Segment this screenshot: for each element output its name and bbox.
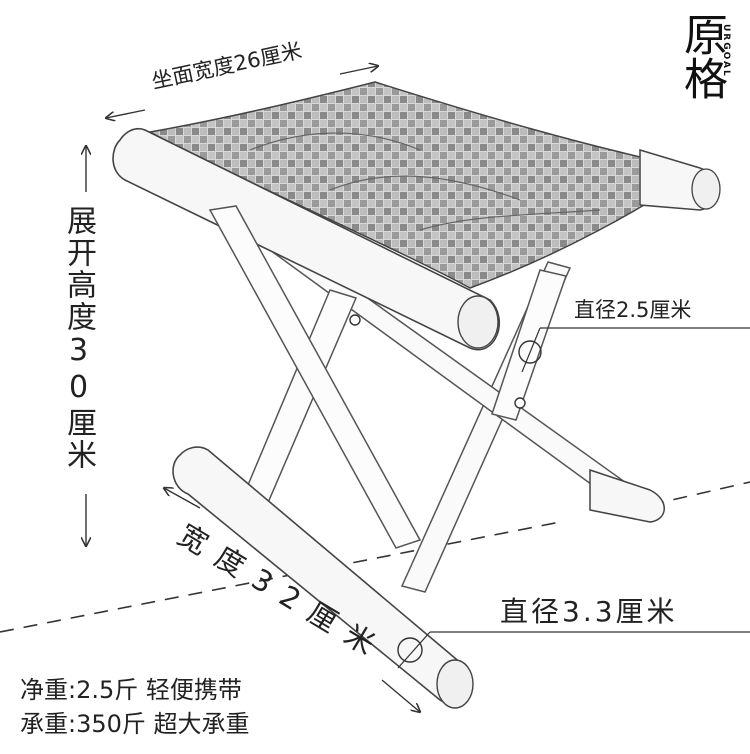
seat-width-arrow-left [106,109,146,118]
width-arrow-right [381,679,420,712]
bottom-back-rail [589,468,665,523]
bottom-diameter-line [397,631,431,669]
bottom-diameter-marker [397,637,423,663]
brand-logo: 原格 URGOAL [676,10,737,120]
bolt [349,314,361,326]
seat-pattern-lines [249,132,601,231]
bottom-front-rail [172,446,474,709]
top-diameter-label: 直径2.5厘米 [574,298,692,322]
bolt [514,397,526,409]
top-diameter-marker [518,340,542,364]
logo-sub-text: URGOAL [721,24,731,78]
open-height-label: 展开高度30厘米 [61,205,96,471]
net-weight-text: 净重:2.5斤 轻便携带 [20,676,242,704]
top-front-bar [112,127,501,351]
top-diameter-line [521,327,541,373]
width-arrow-left [164,488,201,509]
logo-main-text: 原格 [676,12,727,100]
load-capacity-text: 承重:350斤 超大承重 [20,710,250,738]
top-back-bar [639,148,721,211]
bottom-diameter-label: 直径3.3厘米 [500,595,678,628]
seat-width-arrow-right [339,66,378,75]
floor-dash-line-2 [649,481,750,506]
